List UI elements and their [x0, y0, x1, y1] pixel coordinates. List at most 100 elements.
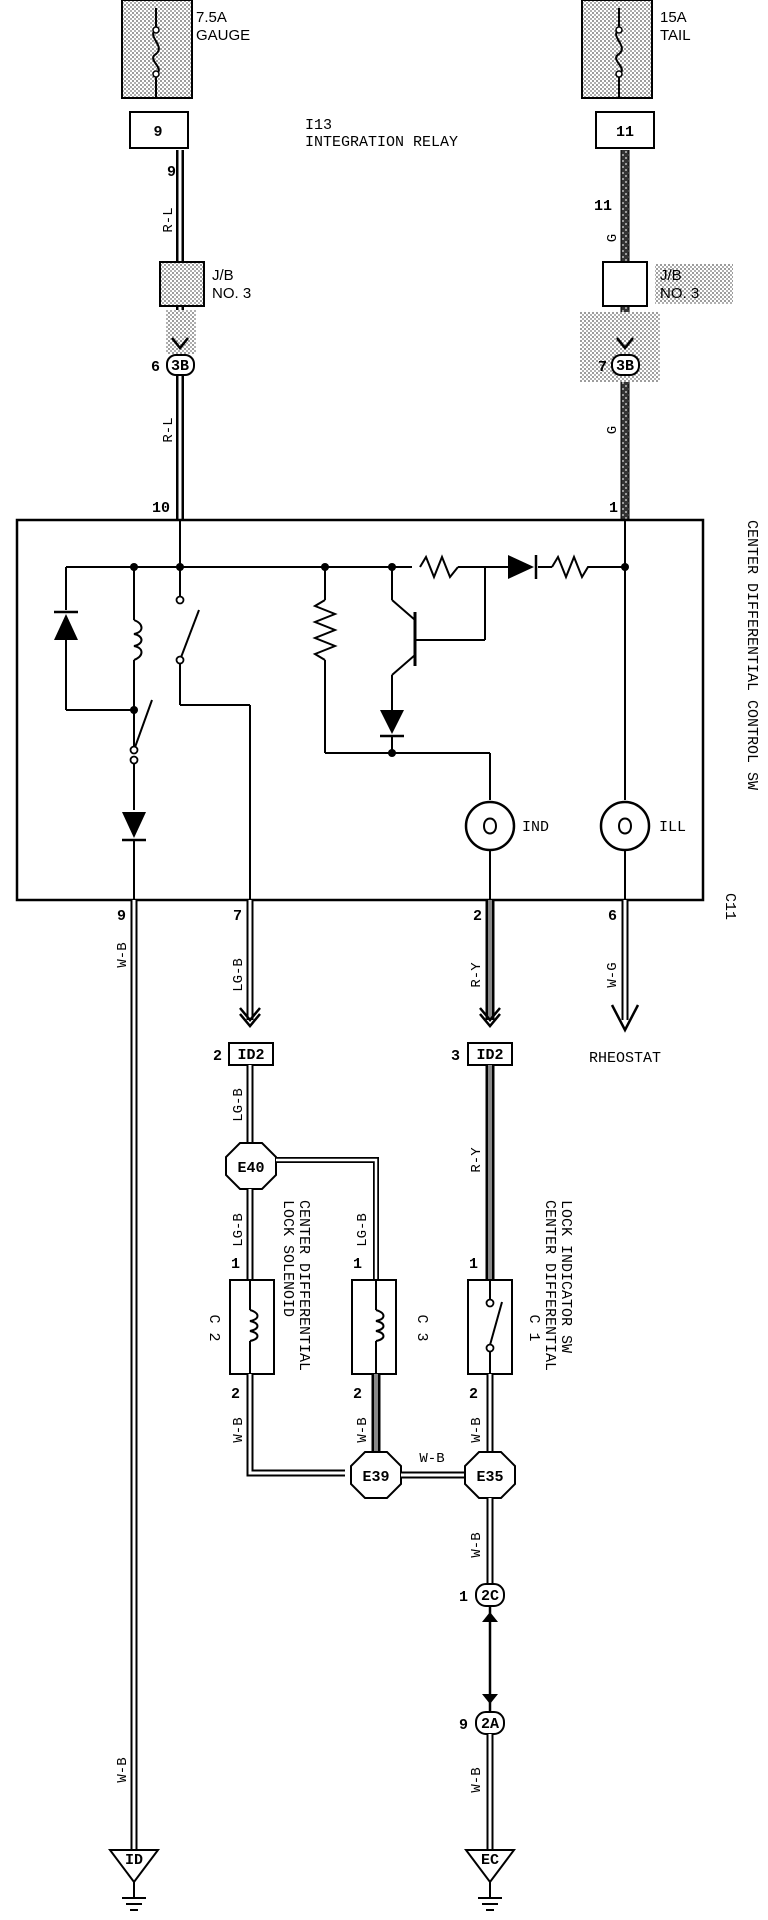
e35-label: E35 — [476, 1469, 503, 1486]
lgb-wire-color: LG-B — [231, 958, 247, 992]
id2-right: ID2 3 — [451, 1042, 513, 1066]
ind-lamp: IND — [464, 800, 549, 852]
left-ground-wire-color-lower: W-B — [115, 1757, 131, 1782]
connector-2c-pin: 1 — [459, 1589, 468, 1606]
c3-solenoid: C 3 2 — [351, 1279, 430, 1403]
tail-fuse: 15A TAIL — [581, 0, 691, 99]
c11-pin-9: 9 — [117, 908, 126, 925]
c2-pin-2: 2 — [231, 1386, 240, 1403]
jb3-right-line2: NO. 3 — [660, 285, 699, 302]
c3-feed-wire: LG-B 1 — [353, 1213, 371, 1273]
connector-2a-id: 2A — [481, 1716, 499, 1733]
c3-ground-color: W-B — [355, 1417, 371, 1442]
right-ground-color: W-B — [469, 1767, 485, 1792]
jb3-left-connector: 3B — [171, 358, 189, 375]
c2-id: C 2 — [205, 1314, 222, 1341]
jb3-left: J/B NO. 3 3B 6 — [151, 261, 251, 376]
c2-ground-wire: W-B — [231, 1374, 345, 1477]
center-diff-control-sw: 10 1 CENTER DIFFERENTIAL CONTROL SW C11 — [15, 500, 760, 920]
solenoid-name-line1: CENTER DIFFERENTIAL — [295, 1200, 312, 1371]
c11-name: CENTER DIFFERENTIAL CONTROL SW — [743, 520, 760, 790]
jb3-right: J/B NO. 3 3B 7 — [580, 261, 733, 382]
gauge-fuse-rating: 7.5A — [196, 9, 227, 26]
c1-name-line2: LOCK INDICATOR SW — [557, 1200, 574, 1353]
c1-indicator-sw: 2 C 1 CENTER DIFFERENTIAL LOCK INDICATOR… — [467, 1200, 574, 1403]
e35-splice: E35 — [464, 1451, 516, 1499]
ry-wire-color-2: R-Y — [469, 1147, 485, 1173]
solenoid-name-line2: LOCK SOLENOID — [279, 1200, 296, 1317]
c11-bottom-pins: 9 7 2 6 — [117, 908, 617, 925]
c1-pin-1: 1 — [469, 1256, 478, 1273]
c2-feed-color: LG-B — [231, 1213, 247, 1247]
gauge-wire-color-upper: R-L — [161, 207, 177, 232]
right-ground-wire: W-B — [469, 1734, 494, 1850]
connector-2c: 2C 1 — [459, 1583, 505, 1607]
gauge-wire-color-lower: R-L — [161, 417, 177, 442]
left-ground-wire: W-B W-B — [115, 900, 138, 1850]
connector-2a: 2A 9 — [459, 1711, 505, 1735]
c1-pin-2: 2 — [469, 1386, 478, 1403]
e39-e35-wire: W-B — [401, 1451, 465, 1479]
c11-pin-10: 10 — [152, 500, 170, 517]
id2-left: ID2 2 — [213, 1042, 274, 1066]
solenoid-name: CENTER DIFFERENTIAL LOCK SOLENOID — [279, 1200, 312, 1371]
connector-2c-id: 2C — [481, 1588, 499, 1605]
jb3-left-line2: NO. 3 — [212, 285, 251, 302]
id2-right-pin: 3 — [451, 1048, 460, 1065]
jb3-right-pin: 7 — [598, 359, 607, 376]
id2-left-connector: ID2 — [237, 1047, 264, 1064]
ill-lamp-label: ILL — [659, 819, 686, 836]
c11-pin-1: 1 — [609, 500, 618, 517]
jb3-right-line1: J/B — [660, 267, 682, 284]
e39-splice: E39 — [350, 1451, 402, 1499]
e40-splice: E40 — [225, 1142, 379, 1280]
relay-name: INTEGRATION RELAY — [305, 134, 458, 151]
gauge-fuse: 7.5A GAUGE — [121, 0, 250, 99]
e35-down-color: W-B — [469, 1532, 485, 1557]
ill-lamp: ILL — [599, 800, 686, 852]
ground-id-label: ID — [125, 1852, 143, 1869]
connector-2a-pin: 9 — [459, 1717, 468, 1734]
rheostat-wire: W-G RHEOSTAT — [589, 900, 661, 1067]
e39-e35-color: W-B — [419, 1451, 444, 1467]
tail-wire-pin: 11 — [594, 198, 612, 215]
c2-feed-wire: LG-B 1 — [231, 1189, 254, 1280]
c3-pin-2: 2 — [353, 1386, 362, 1403]
id2-right-connector: ID2 — [476, 1047, 503, 1064]
jb3-left-line1: J/B — [212, 267, 234, 284]
ground-ec: EC — [464, 1849, 516, 1911]
rheostat-wire-color: W-G — [605, 962, 621, 987]
rheostat-label: RHEOSTAT — [589, 1050, 661, 1067]
c1-ground-color: W-B — [469, 1417, 485, 1442]
integration-relay: 9 11 I13 INTEGRATION RELAY — [129, 111, 655, 151]
tail-fuse-name: TAIL — [660, 27, 691, 44]
c1-ground-wire: W-B — [469, 1374, 494, 1452]
ind-lamp-label: IND — [522, 819, 549, 836]
e39-label: E39 — [362, 1469, 389, 1486]
c3-feed-color: LG-B — [355, 1213, 371, 1247]
jb3-left-pin: 6 — [151, 359, 160, 376]
tail-fuse-rating: 15A — [660, 9, 687, 26]
lgb-wire: LG-B — [231, 900, 261, 1028]
c1-id: C 1 — [525, 1314, 542, 1341]
relay-pin-tail: 11 — [616, 124, 634, 141]
c11-pin-6: 6 — [608, 908, 617, 925]
junction-link — [482, 1606, 498, 1712]
lgb-wire-color-2: LG-B — [231, 1088, 247, 1122]
tail-wire-color-lower: G — [605, 426, 621, 434]
ry-wire-lower: R-Y 1 — [469, 1065, 495, 1280]
c3-id: C 3 — [413, 1314, 430, 1341]
ry-wire-color: R-Y — [469, 962, 485, 988]
tail-wire-color-upper: G — [605, 234, 621, 242]
relay-pin-gauge: 9 — [153, 124, 162, 141]
gauge-fuse-name: GAUGE — [196, 27, 250, 44]
id2-left-pin: 2 — [213, 1048, 222, 1065]
ground-ec-label: EC — [481, 1852, 499, 1869]
c2-ground-color: W-B — [231, 1417, 247, 1442]
c1-name-line1: CENTER DIFFERENTIAL — [541, 1200, 558, 1371]
ry-wire: R-Y — [469, 900, 501, 1028]
c2-pin-1: 1 — [231, 1256, 240, 1273]
c11-id: C11 — [721, 893, 738, 920]
e35-down-wire: W-B — [469, 1498, 494, 1584]
